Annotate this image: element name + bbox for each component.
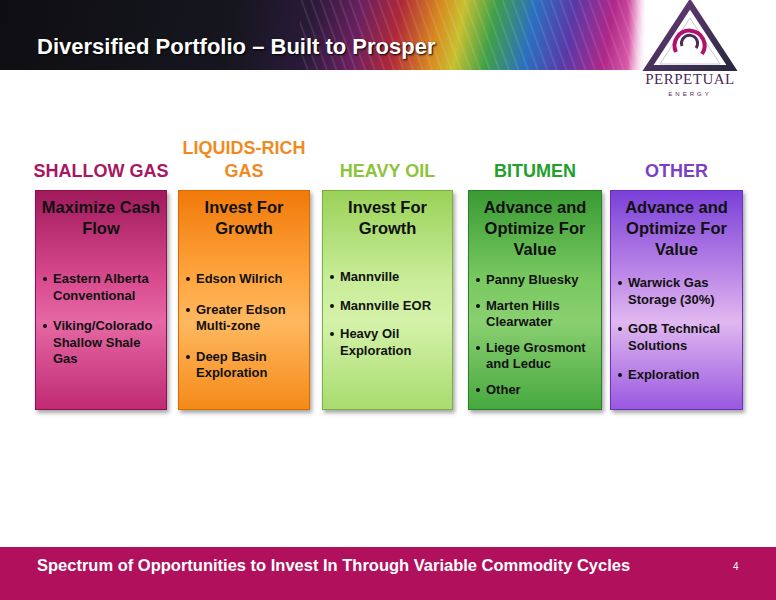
bullet-item: Mannville EOR [329, 298, 448, 315]
bullet-text: Mannville EOR [340, 298, 431, 313]
bullet-dot [43, 324, 47, 328]
bullet-dot [43, 277, 47, 281]
bullet-dot [476, 346, 480, 350]
bullet-item: Panny Bluesky [475, 272, 597, 289]
bullet-text: Exploration [628, 367, 700, 382]
bullet-list: MannvilleMannville EOR Heavy Oil Explorat… [329, 269, 448, 359]
bullet-item: Edson Wilrich [185, 271, 305, 288]
bullet-item: Deep Basin Exploration [185, 349, 305, 382]
portfolio-column: BITUMENAdvance and Optimize For ValuePan… [468, 190, 602, 410]
bullet-item: Marten Hills Clearwater [475, 298, 597, 331]
strategy-heading: Invest For Growth [327, 197, 448, 239]
bullet-list: Panny BlueskyMarten Hills ClearwaterLieg… [475, 272, 597, 398]
bullet-item: Greater Edson Multi-zone [185, 302, 305, 335]
portfolio-column: SHALLOW GASMaximize Cash FlowEastern Alb… [35, 190, 167, 410]
column-heading-text: SHALLOW GAS [34, 160, 169, 183]
bullet-dot [330, 332, 334, 336]
column-heading: OTHER [601, 129, 752, 183]
bullet-item: Liege Grosmont and Leduc [475, 340, 597, 373]
bullet-dot [476, 304, 480, 308]
bullet-dot [186, 277, 190, 281]
bullet-item: Heavy Oil Exploration [329, 326, 448, 359]
strategy-heading: Maximize Cash Flow [40, 197, 162, 239]
slide-title: Diversified Portfolio – Built to Prosper [37, 34, 436, 60]
bullet-text: GOB Technical Solutions [628, 321, 720, 353]
bullet-dot [186, 308, 190, 312]
bullet-item: GOB Technical Solutions [617, 321, 738, 354]
bullet-list: Edson WilrichGreater Edson Multi-zoneDee… [185, 271, 305, 382]
bullet-text: Greater Edson Multi-zone [196, 302, 286, 334]
column-heading-text: HEAVY OIL [340, 160, 435, 183]
bullet-text: Liege Grosmont and Leduc [486, 340, 586, 372]
bullet-text: Panny Bluesky [486, 272, 579, 287]
strategy-heading: Advance and Optimize For Value [473, 197, 597, 260]
strategy-heading: Advance and Optimize For Value [615, 197, 738, 260]
bullet-item: Viking/Colorado Shallow Shale Gas [42, 318, 162, 368]
bullet-text: Heavy Oil Exploration [340, 326, 412, 358]
column-heading-text: OTHER [645, 160, 708, 183]
bullet-item: Eastern Alberta Conventional [42, 271, 162, 304]
bullet-text: Viking/Colorado Shallow Shale Gas [53, 318, 152, 366]
bullet-dot [618, 327, 622, 331]
strategy-heading: Invest For Growth [183, 197, 305, 239]
column-heading: LIQUIDS-RICH GAS [169, 129, 319, 183]
bullet-text: Other [486, 382, 521, 397]
bullet-list: Warwick Gas Storage (30%) GOB Technical S… [617, 275, 738, 384]
portfolio-column: OTHERAdvance and Optimize For ValueWarwi… [610, 190, 743, 410]
bullet-text: Warwick Gas Storage (30%) [628, 275, 715, 307]
logo-name: PERPETUAL [640, 71, 740, 88]
bullet-dot [618, 281, 622, 285]
column-heading-text: LIQUIDS-RICH GAS [169, 137, 319, 183]
column-heading: BITUMEN [459, 129, 611, 183]
bullet-text: Edson Wilrich [196, 271, 283, 286]
column-heading-text: BITUMEN [494, 160, 576, 183]
bullet-list: Eastern Alberta ConventionalViking/Color… [42, 271, 162, 368]
column-heading: HEAVY OIL [313, 129, 462, 183]
logo-subtitle: ENERGY [640, 91, 740, 97]
bullet-dot [618, 373, 622, 377]
bullet-dot [476, 278, 480, 282]
logo-triangle [640, 0, 740, 72]
bullet-text: Marten Hills Clearwater [486, 298, 560, 330]
column-heading: SHALLOW GAS [26, 129, 176, 183]
portfolio-column: LIQUIDS-RICH GASInvest For GrowthEdson W… [178, 190, 310, 410]
bullet-item: Other [475, 382, 597, 399]
bullet-item: Warwick Gas Storage (30%) [617, 275, 738, 308]
bullet-text: Deep Basin Exploration [196, 349, 268, 381]
bullet-text: Mannville [340, 269, 399, 284]
bullet-dot [186, 355, 190, 359]
bullet-dot [476, 388, 480, 392]
page-number: 4 [733, 561, 739, 572]
bullet-dot [330, 275, 334, 279]
bullet-item: Mannville [329, 269, 448, 286]
slide-caption: Spectrum of Opportunities to Invest In T… [37, 556, 630, 575]
bullet-item: Exploration [617, 367, 738, 384]
portfolio-column: HEAVY OILInvest For GrowthMannvilleMannv… [322, 190, 453, 410]
bullet-dot [330, 304, 334, 308]
bullet-text: Eastern Alberta Conventional [53, 271, 149, 303]
